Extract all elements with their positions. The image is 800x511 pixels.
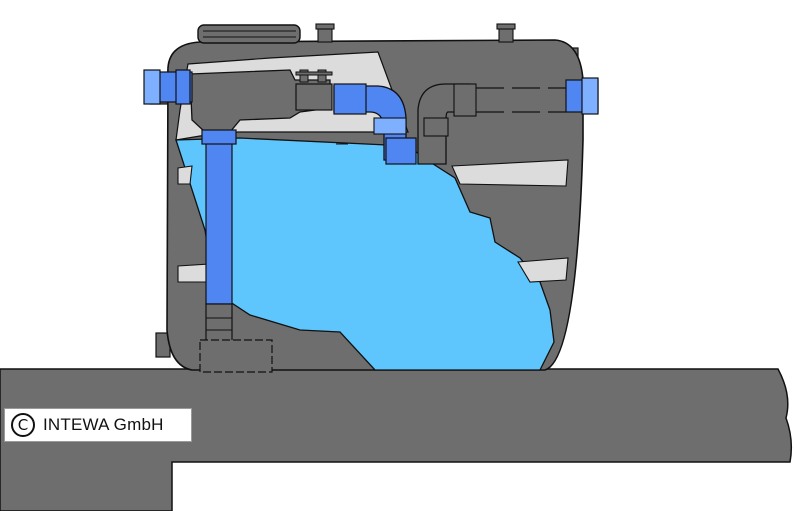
filter-bolts xyxy=(295,69,333,83)
copyright-icon: C xyxy=(11,413,35,437)
filter-head xyxy=(295,83,333,111)
ground-slab xyxy=(0,368,793,511)
company-name: INTEWA GmbH xyxy=(43,415,164,434)
outlet-line-dashed xyxy=(476,87,566,113)
top-bolts xyxy=(315,23,516,43)
suction-pipe-collar xyxy=(201,129,237,145)
suction-pipe xyxy=(205,137,233,305)
tank-ribs xyxy=(177,159,569,283)
water-body xyxy=(175,137,555,371)
top-lid xyxy=(197,24,301,44)
copyright-label: C INTEWA GmbH xyxy=(4,408,192,442)
bottom-box xyxy=(199,339,273,373)
suction-pipe-base xyxy=(205,303,233,345)
